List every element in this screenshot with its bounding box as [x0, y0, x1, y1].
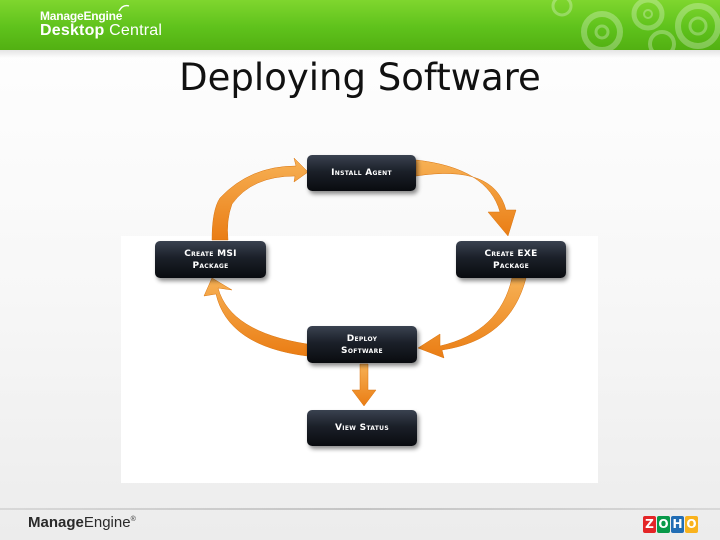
step-install-agent-label: Install Agent [331, 168, 392, 178]
footer-logo-manageengine: ManageEngine® [28, 514, 136, 531]
footer-divider [0, 508, 720, 510]
header-banner: ManageEngine Desktop Central [0, 0, 720, 50]
step-deploy-software: Deploy Software [307, 326, 417, 363]
brand-product-name: Desktop Central [40, 22, 162, 40]
step-view-status: View Status [307, 410, 417, 446]
brand-manageengine: ManageEngine [40, 9, 123, 23]
step-create-exe-line2: Package [492, 260, 530, 271]
step-view-status-label: View Status [335, 423, 389, 433]
brand-product-rest: Central [104, 22, 163, 39]
banner-shadow [0, 50, 720, 58]
slide-title: Deploying Software [179, 56, 541, 99]
footer-brand-rest: Engine [83, 514, 131, 531]
step-create-msi-package: Create MSI Package [155, 241, 266, 278]
zoho-letter-o2: O [685, 516, 698, 533]
arrow-deploy-to-msi [203, 277, 308, 357]
arrow-exe-to-deploy [417, 277, 527, 359]
footer-brand-mark: ® [130, 516, 136, 523]
decorative-circles-icon [551, 0, 720, 50]
arrow-msi-to-install [211, 157, 309, 241]
arrow-deploy-to-view [351, 363, 377, 407]
step-deploy-line1: Deploy [346, 333, 378, 344]
step-install-agent: Install Agent [307, 155, 416, 191]
step-create-exe-line1: Create EXE [484, 248, 538, 259]
step-create-msi-line2: Package [192, 260, 229, 271]
brand-swoosh-icon [118, 4, 130, 12]
zoho-letter-z: Z [643, 516, 656, 533]
zoho-letter-o1: O [657, 516, 670, 533]
step-create-msi-line1: Create MSI [184, 248, 237, 259]
step-create-exe-package: Create EXE Package [456, 241, 566, 278]
zoho-letter-h: H [671, 516, 684, 533]
arrow-install-to-exe [415, 159, 517, 237]
zoho-logo: Z O H O [643, 516, 698, 533]
brand-product-bold: Desktop [40, 22, 105, 39]
footer-brand-bold: Manage [28, 514, 84, 531]
step-deploy-line2: Software [341, 345, 383, 356]
